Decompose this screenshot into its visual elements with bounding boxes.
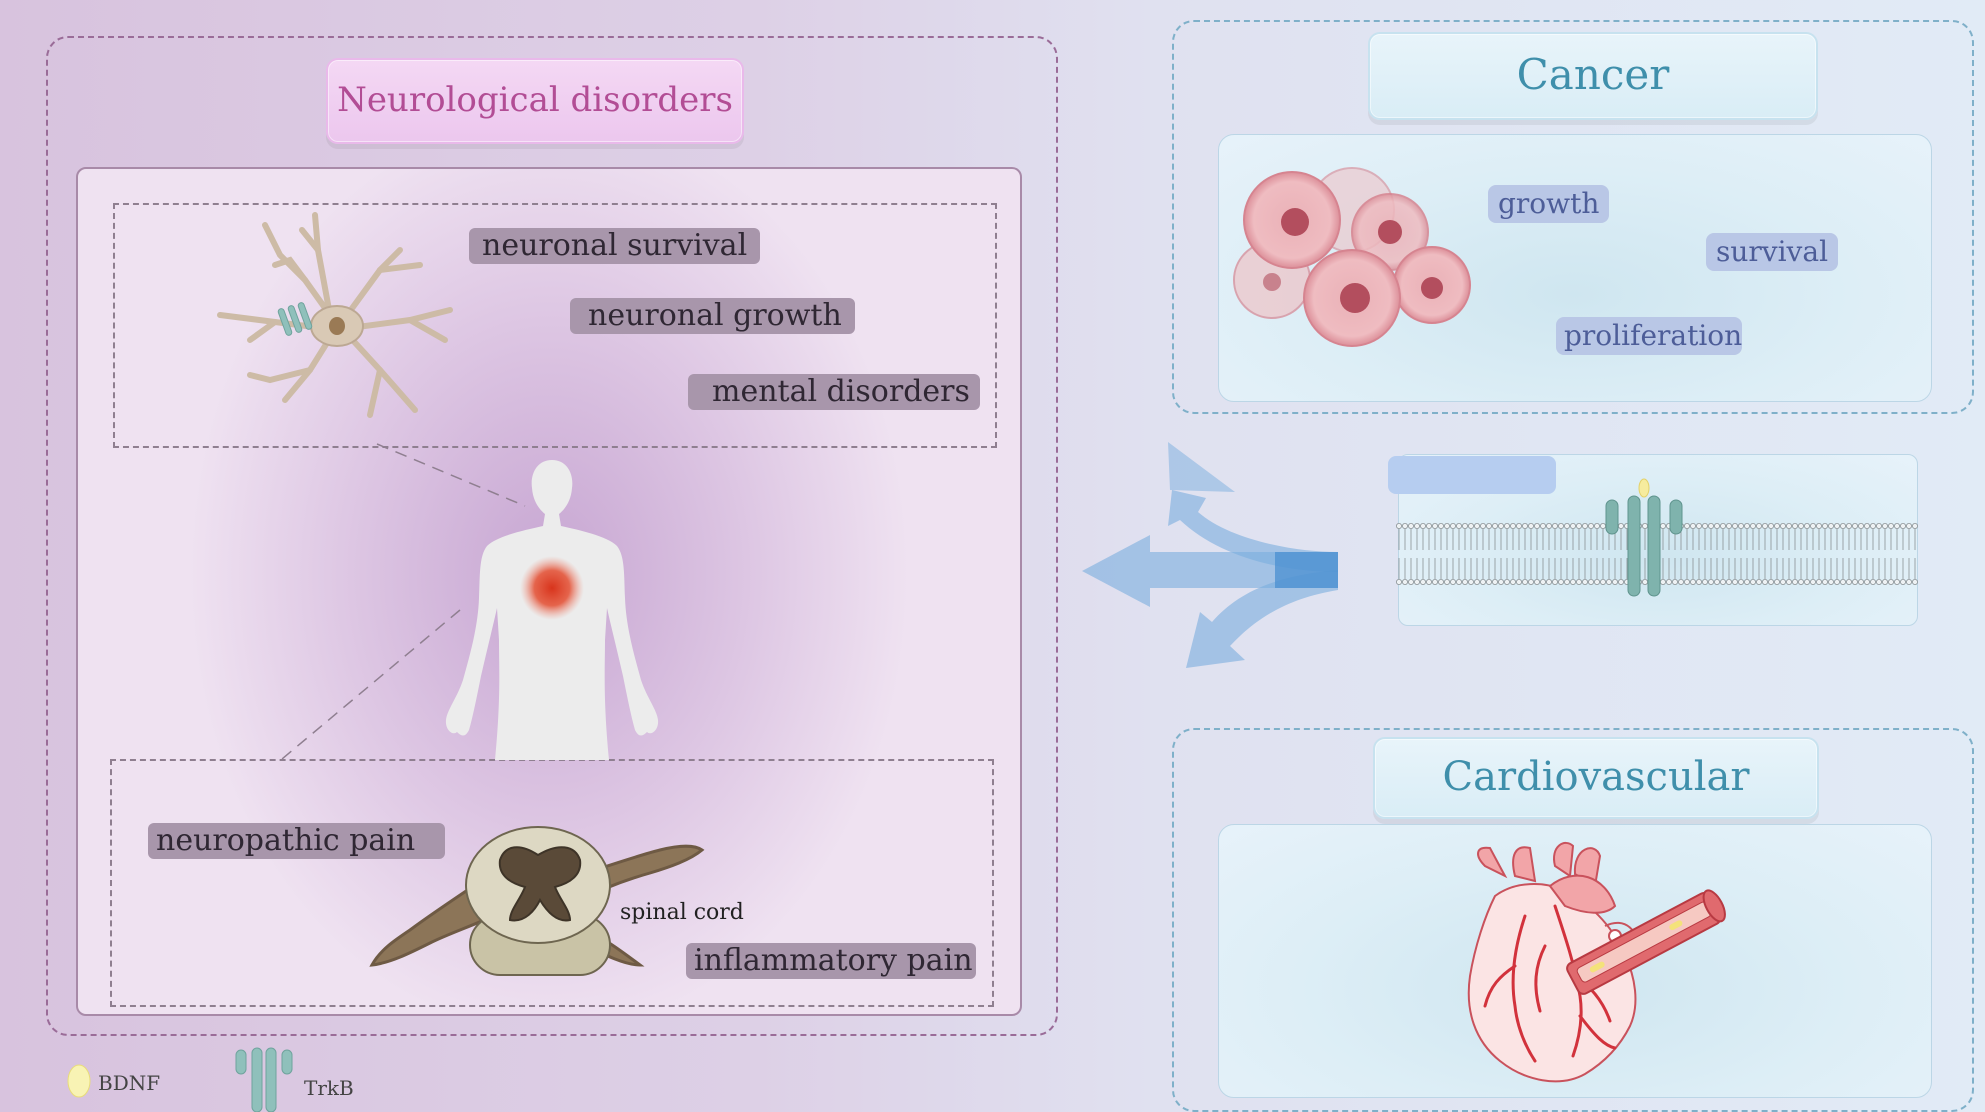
cardio-section [1172, 728, 1974, 1112]
tag-survival: survival [1706, 233, 1839, 271]
trkb-legend-label: TrkB [304, 1076, 354, 1100]
membrane-label-box [1388, 456, 1556, 494]
spinal-cord-label: spinal cord [620, 900, 744, 925]
signal-arrows-icon [1082, 442, 1338, 668]
cancer-title: Cancer [1368, 32, 1818, 120]
cancer-section [1172, 20, 1974, 414]
spinal-cord-icon [369, 826, 705, 976]
tag-neuronal-survival: neuronal survival [469, 228, 761, 264]
trkb-receptor-icon [1605, 478, 1683, 597]
tag-neuronal-growth: neuronal growth [570, 298, 855, 334]
neuron-icon [217, 212, 453, 418]
bdnf-legend-icon [67, 1064, 91, 1098]
spinal-box [110, 759, 994, 1007]
tag-neuropathic-pain: neuropathic pain [148, 823, 446, 859]
tag-inflammatory-pain: inflammatory pain [686, 943, 976, 979]
tag-proliferation: proliferation [1556, 317, 1743, 355]
cancer-cells-icon [1233, 167, 1471, 347]
tag-growth: growth [1488, 185, 1610, 223]
neuro-section [46, 36, 1058, 1036]
neuro-title: Neurological disorders [326, 58, 744, 144]
cardio-title: Cardiovascular disease [1373, 737, 1819, 876]
human-body-icon [445, 460, 659, 760]
tag-mental-disorders: mental disorders [688, 374, 980, 410]
neuron-box [113, 203, 997, 448]
heart-icon [1467, 841, 1726, 1083]
bdnf-legend-label: BDNF [98, 1071, 161, 1095]
trkb-legend-icon [235, 1047, 293, 1112]
